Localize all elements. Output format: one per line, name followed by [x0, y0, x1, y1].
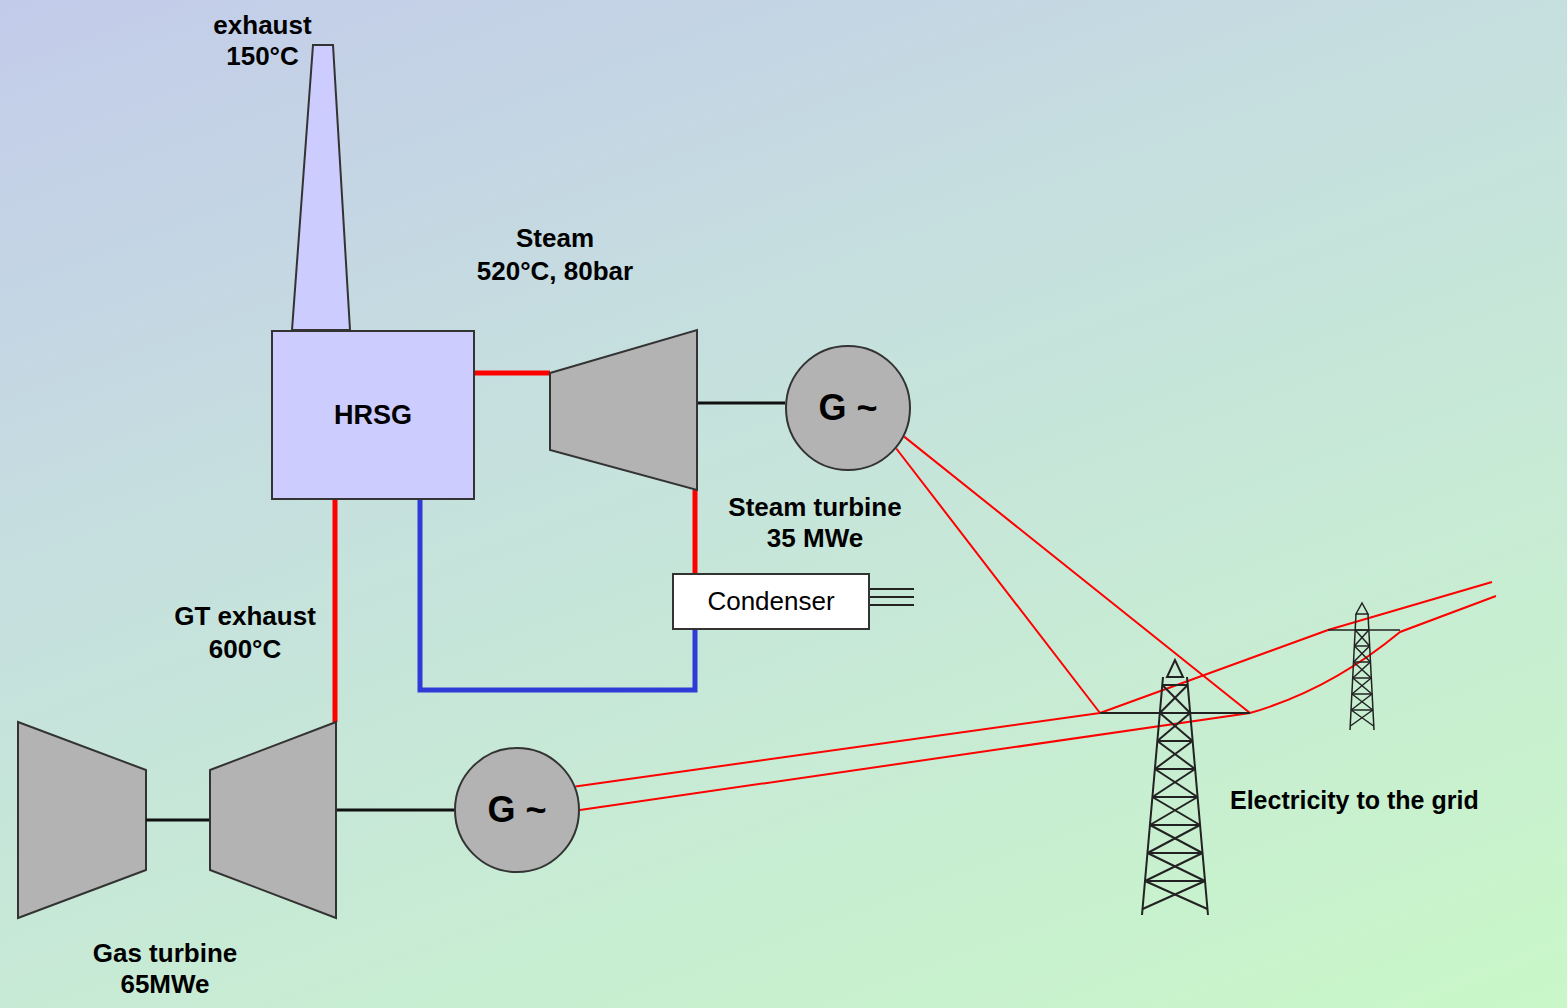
transmission-tower: Electricity to the grid — [1100, 655, 1250, 917]
node-label: HRSG — [334, 399, 412, 431]
node-label: Steam turbine 35 MWe — [715, 492, 915, 554]
hrsg-box: HRSG — [271, 330, 475, 500]
connector — [420, 500, 695, 690]
small-tower — [1328, 603, 1400, 730]
grid-lines — [1100, 582, 1496, 713]
cooling-lines — [870, 589, 914, 605]
label-holder: Condenser — [674, 575, 868, 628]
connector — [697, 402, 785, 405]
edge-label: GT exhaust 600°C — [160, 600, 330, 665]
connector — [333, 500, 338, 722]
node-label: G ~ — [818, 386, 877, 429]
generator: G ~ — [785, 345, 911, 471]
node-label: G ~ — [487, 788, 546, 831]
condenser-box: Condenser — [672, 573, 870, 630]
connector — [475, 371, 550, 376]
label-holder: G ~ — [454, 747, 580, 873]
connector — [896, 437, 1250, 713]
edge-label: Steam 520°C, 80bar — [450, 222, 660, 287]
label-holder: HRSG — [273, 332, 473, 498]
node-label: exhaust 150°C — [195, 10, 330, 72]
node-label: Gas turbine 65MWe — [65, 938, 265, 1000]
connector — [336, 809, 454, 812]
gas-turbine-outline — [18, 722, 336, 918]
steam-turbine-outline — [550, 330, 697, 490]
steam-turbine: Steam turbine 35 MWe — [550, 330, 697, 490]
node-label: Condenser — [707, 586, 834, 617]
connector — [693, 490, 698, 573]
node-label: Electricity to the grid — [1230, 785, 1479, 815]
exhaust-stack: exhaust 150°C — [195, 6, 355, 330]
gas-turbine: Gas turbine 65MWe — [18, 722, 336, 918]
connector — [575, 713, 1250, 810]
label-holder: G ~ — [785, 345, 911, 471]
transmission-tower-outline — [1100, 655, 1250, 917]
generator: G ~ — [454, 747, 580, 873]
